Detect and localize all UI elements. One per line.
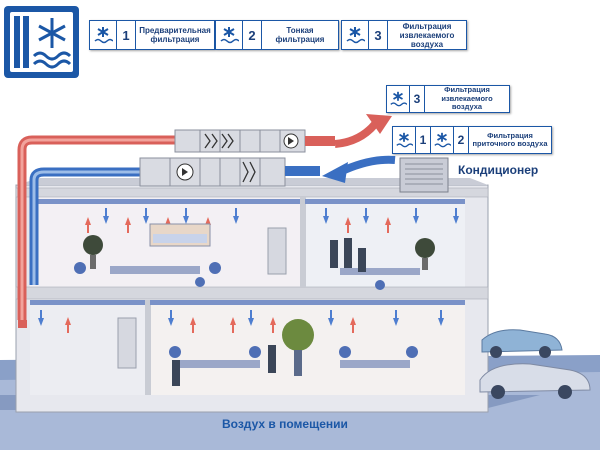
brand-logo xyxy=(4,6,79,78)
supply-number-a: 1 xyxy=(416,127,431,153)
legend-number: 3 xyxy=(369,21,388,49)
snowflake-filter-icon xyxy=(342,21,369,49)
snowflake-filter-icon xyxy=(216,21,243,49)
legend-item-2: 2 Тонкая фильтрация xyxy=(215,20,339,50)
snowflake-filter-icon xyxy=(393,127,416,153)
legend-label: Тонкая фильтрация xyxy=(275,26,325,44)
supply-number-b: 2 xyxy=(454,127,469,153)
snowflake-filter-icon xyxy=(431,127,454,153)
legend-number: 2 xyxy=(243,21,262,49)
air-conditioner-label: Кондиционер xyxy=(458,163,539,177)
exhaust-number: 3 xyxy=(410,86,425,112)
snowflake-filter-icon xyxy=(90,21,117,49)
room-air-label: Воздух в помещении xyxy=(222,417,348,431)
snowflake-icon xyxy=(14,16,72,69)
snowflake-filter-icon xyxy=(387,86,410,112)
legend-number: 1 xyxy=(117,21,136,49)
